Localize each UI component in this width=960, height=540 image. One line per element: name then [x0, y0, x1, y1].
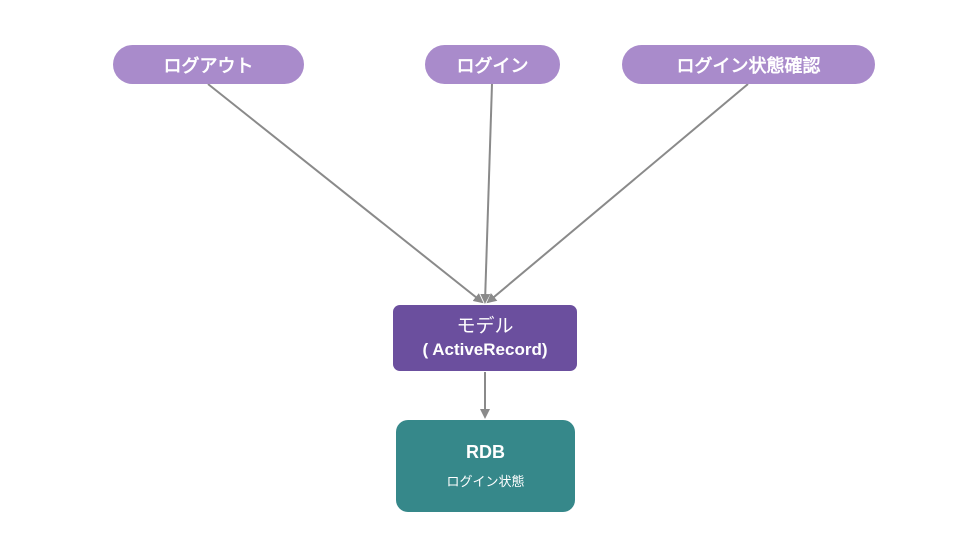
edge-login-to-model — [480, 83, 493, 304]
model-sublabel: ( ActiveRecord) — [422, 340, 548, 359]
model-label: モデル — [456, 315, 514, 337]
rdb-title: RDB — [466, 442, 505, 462]
edge-logout-to-model — [207, 83, 484, 304]
rdb-subtitle: ログイン状態 — [446, 475, 525, 490]
node-rdb[interactable]: RDB ログイン状態 — [396, 420, 575, 512]
edge-login-status-to-model — [486, 83, 749, 304]
node-login-status-check[interactable]: ログイン状態確認 — [622, 45, 875, 84]
node-model[interactable]: モデル ( ActiveRecord) — [393, 305, 577, 371]
node-login[interactable]: ログイン — [425, 45, 560, 84]
node-logout[interactable]: ログアウト — [113, 45, 304, 84]
